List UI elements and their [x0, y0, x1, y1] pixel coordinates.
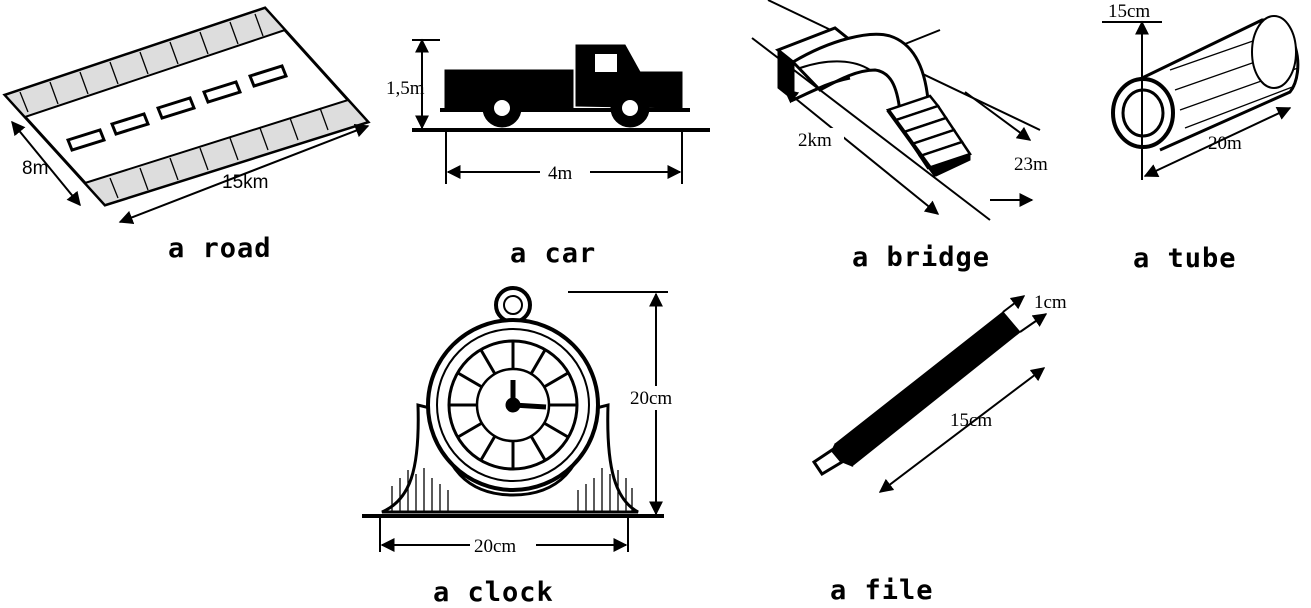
bridge-caption: a bridge: [852, 242, 990, 273]
file-length-arrow: [878, 367, 1046, 493]
tube-illustration: [1102, 15, 1300, 180]
tube-caption: a tube: [1133, 243, 1237, 274]
tube-diameter-label: 15cm: [1108, 1, 1150, 22]
bridge-width-arrow: [964, 91, 1032, 141]
bridge-length-label: 2km: [798, 130, 832, 151]
file-thickness-arrow: [1002, 295, 1026, 313]
clock-caption: a clock: [433, 577, 554, 608]
file-caption: a file: [830, 575, 934, 606]
file-illustration: [811, 295, 1048, 493]
clock-height-label: 20cm: [630, 388, 672, 409]
file-thickness-label: 1cm: [1034, 292, 1067, 313]
bridge-illustration: [751, 0, 1041, 221]
tube-length-label: 20m: [1208, 133, 1242, 154]
road-width-arrow: [11, 120, 81, 207]
road-width-label: 8m: [22, 158, 48, 179]
car-height-label: 1,5m: [386, 78, 425, 99]
file-length-label: 15cm: [950, 410, 992, 431]
clock-width-label: 20cm: [474, 536, 516, 557]
bridge-width-label: 23m: [1014, 154, 1048, 175]
bridge-length-arrow: [783, 89, 940, 215]
car-caption: a car: [510, 238, 596, 269]
road-caption: a road: [168, 233, 272, 264]
road-illustration: [2, 6, 371, 224]
tube-length-arrow: [1143, 107, 1292, 177]
car-length-label: 4m: [548, 163, 573, 184]
road-length-label: 15km: [222, 172, 268, 193]
road-length-arrow: [118, 124, 370, 224]
car-illustration: [412, 38, 710, 184]
clock-illustration: [362, 286, 668, 552]
